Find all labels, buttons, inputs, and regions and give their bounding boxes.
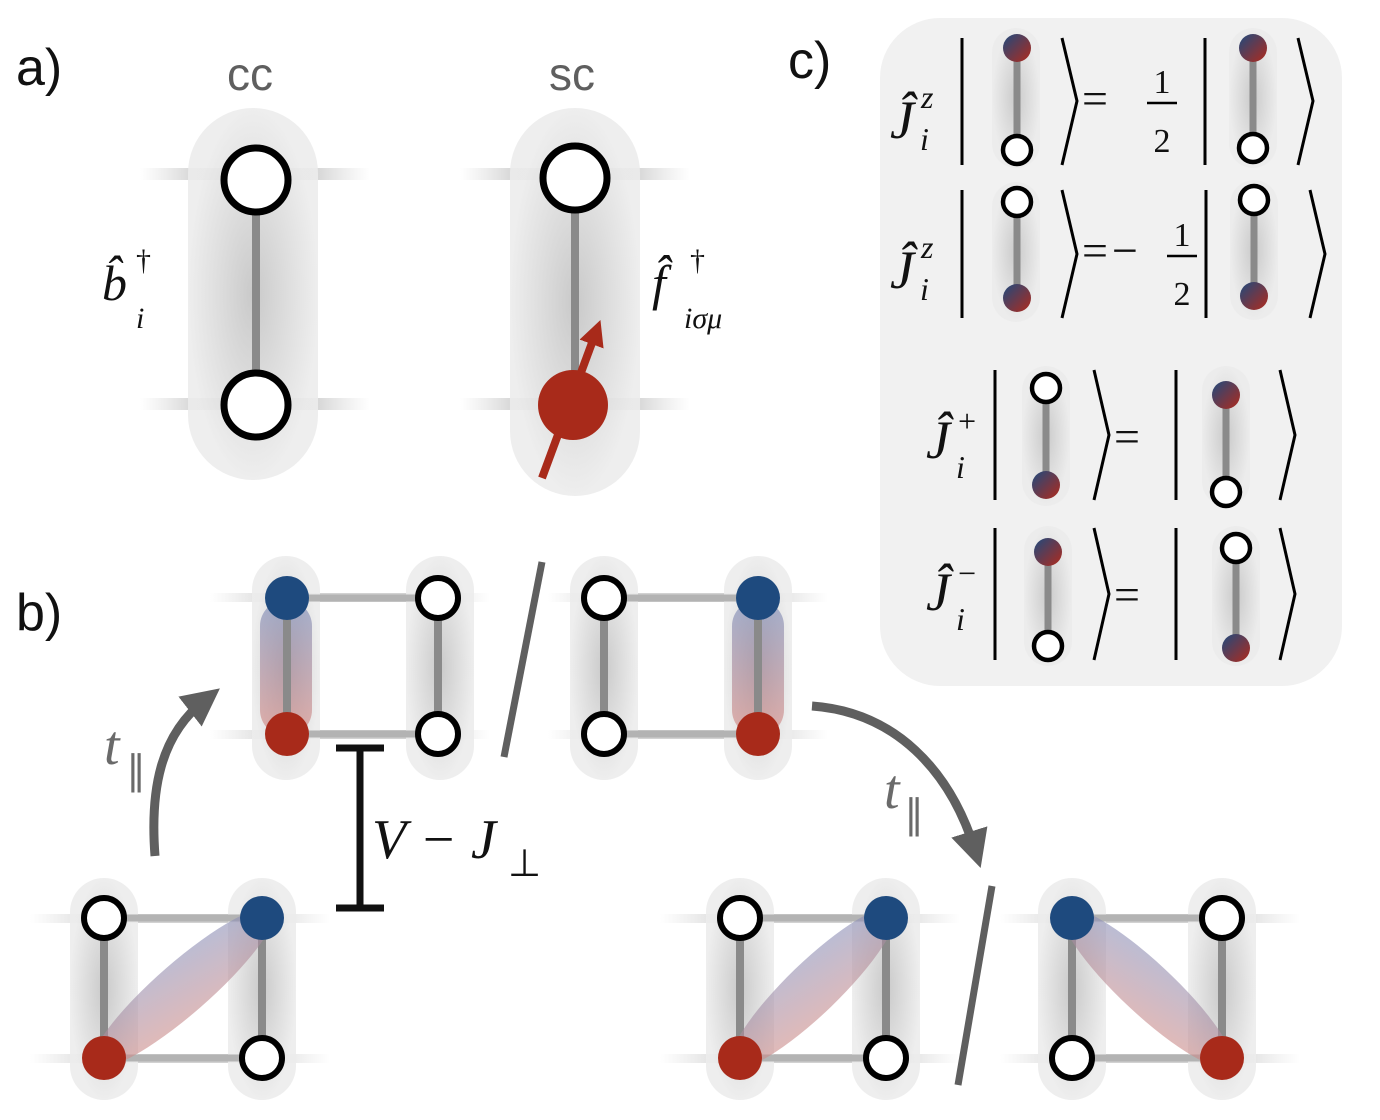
svg-text:z: z [920,229,934,265]
empty-site-bottom [220,369,292,441]
svg-text:=: = [1114,411,1140,462]
plaquette-bottom-left [30,878,330,1100]
plaquette-bottom-mid [660,878,960,1100]
energy-gap-bar: V − J ⊥ [336,744,541,912]
spin-arrow [538,319,604,480]
svg-text:i: i [956,449,965,485]
inset-box [880,18,1342,686]
svg-text:⊥: ⊥ [508,843,541,885]
empty-site-top [220,144,292,216]
svg-text:†: † [690,244,705,277]
svg-text:t: t [884,759,901,821]
svg-text:iσμ: iσμ [684,302,722,335]
svg-text:†: † [136,244,151,277]
boson-operator: b̂ † i [102,244,151,335]
label-cc: cc [227,48,273,100]
svg-text:i: i [920,121,929,157]
jminus-row: Ĵ − i = [926,526,1297,666]
label-sc: sc [549,48,595,100]
svg-text:Ĵ: Ĵ [926,562,954,622]
panel-label-a: a) [16,39,62,97]
hopping-arrow-left: t ∥ [104,688,220,857]
cc-rung [140,108,370,480]
svg-text:−: − [956,555,978,591]
jz-up-row: Ĵ z i = 1 2 [890,28,1315,168]
sc-rung [460,108,690,496]
svg-text:=: = [1114,569,1140,620]
jplus-row: Ĵ + i = [926,366,1297,509]
svg-text:i: i [136,302,144,335]
svg-text:2: 2 [1174,276,1191,313]
svg-text:b̂: b̂ [102,254,127,311]
fermion-operator: f̂ † iσμ [652,244,722,335]
plaquette-top-right [548,556,828,780]
separator-slash-bottom [954,885,996,1086]
panel-label-b: b) [16,584,62,642]
panel-label-c: c) [788,32,831,90]
svg-text:=: = [1082,73,1108,124]
svg-text:Ĵ: Ĵ [926,410,954,470]
svg-text:z: z [920,79,934,115]
svg-text:i: i [920,271,929,307]
plaquette-bottom-right [1000,878,1300,1100]
svg-text:∥: ∥ [126,748,146,793]
svg-text:Ĵ: Ĵ [890,240,918,300]
empty-site-top [539,142,611,214]
svg-text:f̂: f̂ [652,254,673,311]
svg-text:Ĵ: Ĵ [890,90,918,150]
svg-text:i: i [956,601,965,637]
jz-down-row: Ĵ z i = − 1 2 [890,180,1327,322]
svg-text:t: t [104,715,121,777]
svg-text:=: = [1082,225,1108,276]
plaquette-top-left [210,556,490,780]
separator-slash-top [500,561,546,758]
svg-text:1: 1 [1154,64,1171,101]
svg-text:1: 1 [1174,217,1191,254]
hopping-arrow-right: t ∥ [811,701,988,869]
svg-text:+: + [956,403,978,439]
svg-text:2: 2 [1154,123,1171,160]
svg-text:−: − [1112,225,1138,276]
svg-text:V − J: V − J [372,809,499,871]
svg-text:∥: ∥ [904,792,924,837]
